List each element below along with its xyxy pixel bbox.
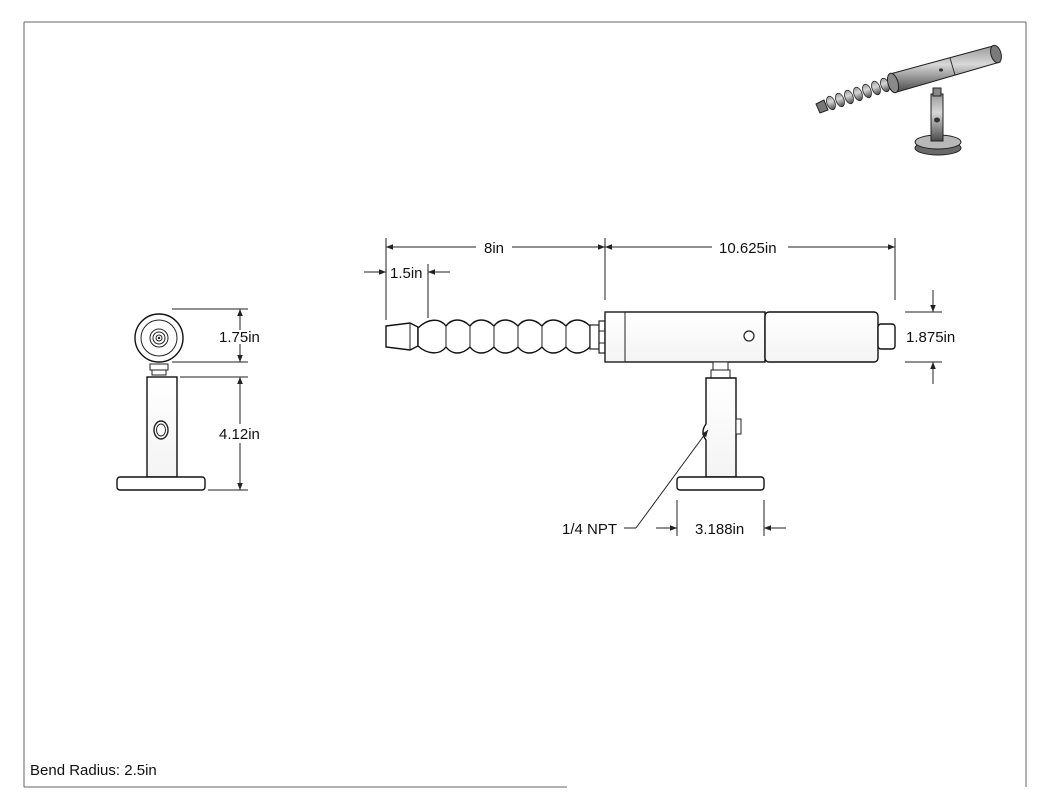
- end-fitting: [877, 323, 896, 350]
- dim-body-length: 10.625in: [719, 240, 777, 257]
- dim-body-diameter: 1.875in: [906, 329, 955, 346]
- side-view-base: [116, 476, 206, 491]
- dim-nozzle-length: 1.5in: [390, 265, 423, 282]
- mount-post: [702, 377, 737, 478]
- dim-flex-length: 8in: [484, 240, 504, 257]
- dim-side-diameter: 1.75in: [219, 329, 260, 346]
- dim-side-height: 4.12in: [219, 426, 260, 443]
- flex-hose: [417, 319, 591, 354]
- body-cylinder: [604, 311, 766, 363]
- sheet-border: [23, 21, 1027, 788]
- iso-flex-hose: [815, 77, 890, 114]
- front-view: 8in 1.5in 10.625in 1.875in 3.188in 1/4 N…: [364, 238, 955, 538]
- callout-thread: 1/4 NPT: [562, 521, 617, 538]
- nozzle-tip: [385, 322, 419, 351]
- mount-base: [676, 476, 765, 491]
- isometric-view: [815, 44, 1002, 156]
- bend-radius-note: Bend Radius: 2.5in: [30, 762, 157, 779]
- side-view: 1.75in 4.12in: [116, 308, 260, 491]
- generator-housing: [764, 311, 879, 363]
- dim-base-offset: 3.188in: [695, 521, 744, 538]
